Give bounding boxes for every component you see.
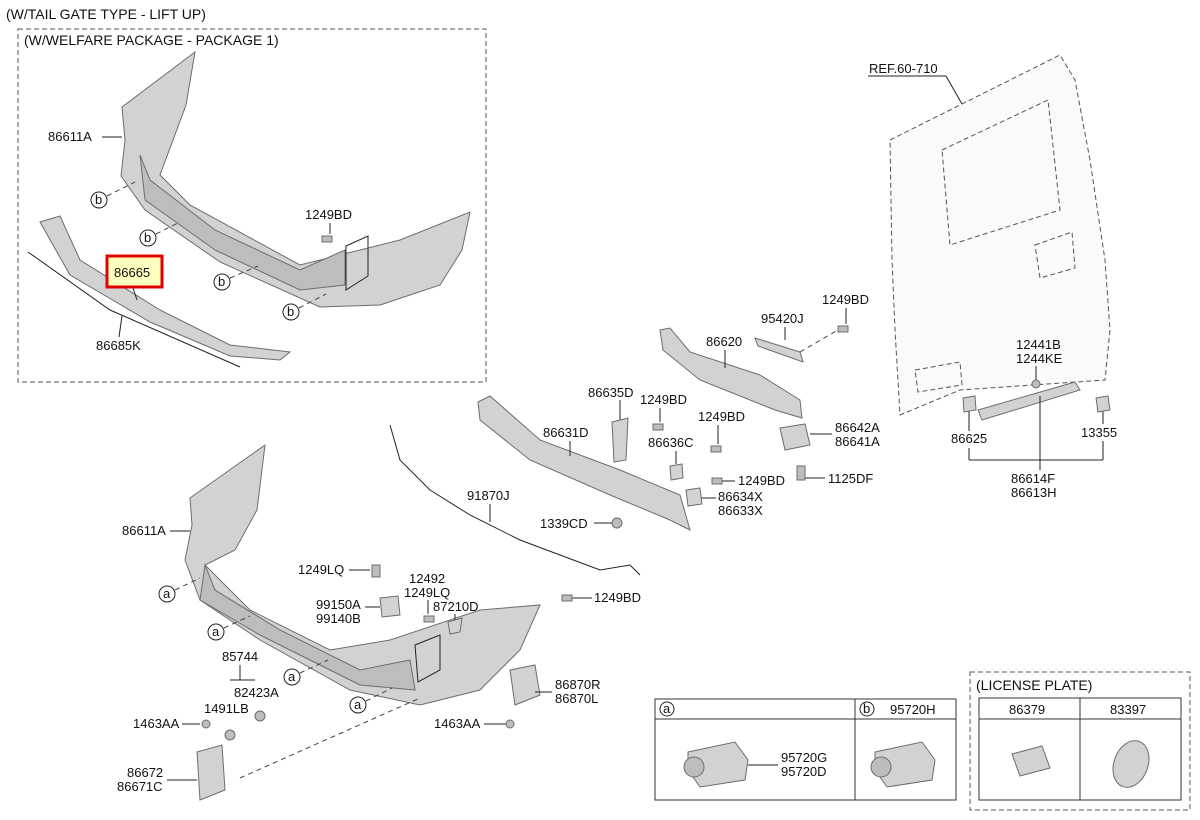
label-95420J: 95420J xyxy=(761,311,804,326)
label-12492: 12492 xyxy=(409,571,445,586)
parking-sensor-b xyxy=(870,741,936,788)
label-86631D: 86631D xyxy=(543,425,589,440)
svg-text:b: b xyxy=(287,304,294,319)
welfare-package-box xyxy=(17,28,487,383)
mud-guard-86870R xyxy=(509,664,541,706)
label-1339CD: 1339CD xyxy=(540,516,588,531)
highlight-box-86665[interactable] xyxy=(105,254,164,289)
license-table xyxy=(978,697,1182,801)
welfare-header: (W/WELFARE PACKAGE - PACKAGE 1) xyxy=(24,32,279,48)
beam-86631D xyxy=(477,395,691,531)
callout-b-3 xyxy=(213,273,231,291)
label-95720D: 95720D xyxy=(781,764,827,779)
svg-text:a: a xyxy=(163,586,171,601)
legend-b-circle xyxy=(859,701,875,717)
license-header: (LICENSE PLATE) xyxy=(976,677,1092,693)
label-1249LQ-b: 1249LQ xyxy=(404,585,450,600)
label-13355: 13355 xyxy=(1081,425,1117,440)
label-1463AA-a: 1463AA xyxy=(133,716,180,731)
label-95720H: 95720H xyxy=(890,702,936,717)
label-95720G: 95720G xyxy=(781,750,827,765)
label-86634X: 86634X xyxy=(718,489,763,504)
label-86611A-bottom: 86611A xyxy=(122,523,166,538)
callout-a-3 xyxy=(283,668,301,686)
callout-b-1 xyxy=(90,191,108,209)
label-87210D: 87210D xyxy=(433,599,479,614)
label-12441B: 12441B xyxy=(1016,337,1061,352)
svg-text:b: b xyxy=(863,701,870,716)
callout-b-2 xyxy=(139,229,157,247)
mud-guard-86672 xyxy=(196,744,226,801)
svg-text:b: b xyxy=(95,192,102,207)
callout-a-4 xyxy=(349,696,367,714)
label-86671C: 86671C xyxy=(117,779,163,794)
label-1249BD-e: 1249BD xyxy=(594,590,641,605)
parking-sensor-a xyxy=(683,741,749,788)
label-1249BD-c: 1249BD xyxy=(698,409,745,424)
label-1463AA-b: 1463AA xyxy=(434,716,481,731)
label-86611A-top: 86611A xyxy=(48,129,92,144)
svg-text:a: a xyxy=(212,624,220,639)
label-83397: 83397 xyxy=(1110,702,1146,717)
label-86613H: 86613H xyxy=(1011,485,1057,500)
tailgate-header: (W/TAIL GATE TYPE - LIFT UP) xyxy=(6,6,206,22)
label-99150A: 99150A xyxy=(316,597,361,612)
label-86641A: 86641A xyxy=(835,434,880,449)
label-86625: 86625 xyxy=(951,431,987,446)
label-1249BD-top: 1249BD xyxy=(305,207,352,222)
label-86633X: 86633X xyxy=(718,503,763,518)
callout-a-1 xyxy=(158,585,176,603)
label-86614F: 86614F xyxy=(1011,471,1055,486)
rail-86614F xyxy=(977,381,1081,421)
label-1249BD-a: 1249BD xyxy=(822,292,869,307)
label-99140B: 99140B xyxy=(316,611,361,626)
license-plate-box xyxy=(969,671,1191,811)
label-1244KE: 1244KE xyxy=(1016,351,1063,366)
label-82423A: 82423A xyxy=(234,685,279,700)
label-1125DF: 1125DF xyxy=(828,471,873,486)
label-86636C: 86636C xyxy=(648,435,694,450)
label-86620: 86620 xyxy=(706,334,742,349)
label-86665[interactable]: 86665 xyxy=(114,265,150,280)
label-86685K: 86685K xyxy=(96,338,141,353)
license-lamp-86379 xyxy=(1011,745,1051,777)
wiring-harness-91870J xyxy=(389,424,641,576)
svg-text:a: a xyxy=(663,701,671,716)
garnish-strip xyxy=(27,251,241,368)
label-1249LQ-a: 1249LQ xyxy=(298,562,344,577)
callout-a-2 xyxy=(207,623,225,641)
energy-absorber-86620 xyxy=(659,327,803,419)
svg-text:b: b xyxy=(144,230,151,245)
sensor-legend-table xyxy=(654,698,957,801)
label-1249BD-b: 1249BD xyxy=(640,392,687,407)
label-86635D: 86635D xyxy=(588,385,634,400)
label-85744: 85744 xyxy=(222,649,258,664)
label-86642A: 86642A xyxy=(835,420,880,435)
svg-text:a: a xyxy=(288,669,296,684)
callout-b-4 xyxy=(282,303,300,321)
bumper-cover-top xyxy=(120,50,471,308)
svg-text:a: a xyxy=(354,697,362,712)
bracket-95420J xyxy=(754,337,804,363)
label-91870J: 91870J xyxy=(467,488,510,503)
label-86672: 86672 xyxy=(127,765,163,780)
grommet-83397 xyxy=(1112,740,1150,788)
label-ref-60-710: REF.60-710 xyxy=(869,61,938,76)
label-1491LB: 1491LB xyxy=(204,701,249,716)
bumper-cover-main xyxy=(184,443,541,706)
label-86870R: 86870R xyxy=(555,677,601,692)
label-86379: 86379 xyxy=(1009,702,1045,717)
legend-a-circle xyxy=(659,701,675,717)
label-1249BD-d: 1249BD xyxy=(738,473,785,488)
svg-text:b: b xyxy=(218,274,225,289)
body-side-panel xyxy=(889,54,1111,416)
lip-spoiler-top xyxy=(39,215,292,361)
label-86870L: 86870L xyxy=(555,691,598,706)
